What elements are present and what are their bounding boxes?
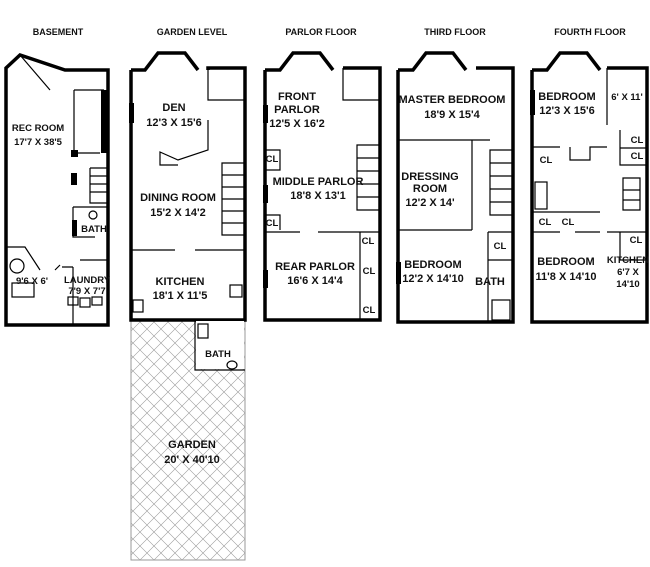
master-bedroom-size: 18'9 X 15'4 <box>424 109 480 121</box>
basement-lower-walls <box>6 246 108 325</box>
garden-level-plan: GARDEN LEVEL DEN 12'3 X 15'6 DINING ROOM… <box>129 27 247 561</box>
parlor-floor-title: PARLOR FLOOR <box>285 27 357 37</box>
kitchen-size-2: 14'10 <box>616 279 639 290</box>
basement-stairs <box>89 167 108 204</box>
bath-room-fill <box>196 321 244 369</box>
third-outer-wall <box>396 51 515 324</box>
third-interior-wall <box>398 139 513 322</box>
tank-icon <box>11 282 35 298</box>
rec-room-size: 17'7 X 38'5 <box>14 137 63 148</box>
small-room-size: 6' X 11' <box>611 92 642 103</box>
front-parlor-label-2: PARLOR <box>274 104 320 116</box>
front-bedroom-label: BEDROOM <box>538 91 595 103</box>
fourth-floor-plan: FOURTH FLOOR BEDROOM 12'3 X 15'6 6' X 11… <box>530 27 649 324</box>
garden-level-title: GARDEN LEVEL <box>157 27 228 37</box>
basement-bath-label: BATH <box>81 224 107 235</box>
middle-parlor-label: MIDDLE PARLOR <box>273 176 364 188</box>
garden-label: GARDEN <box>168 439 216 451</box>
rear-bedroom-label: BEDROOM <box>537 256 594 268</box>
utility-room-size: 9'6 X 6' <box>16 276 48 287</box>
front-parlor-label-1: FRONT <box>278 91 316 103</box>
sink-icon <box>197 323 209 339</box>
closet-label: CL <box>562 217 575 228</box>
front-bedroom-size: 12'3 X 15'6 <box>539 105 594 117</box>
sink-icon <box>229 284 243 298</box>
rear-bedroom-size: 11'8 X 14'10 <box>536 271 597 283</box>
kitchen-size: 18'1 X 11'5 <box>153 290 208 302</box>
fireplace <box>129 103 134 123</box>
parlor-stairs <box>356 144 381 211</box>
fireplace <box>530 90 535 115</box>
closet-label: CL <box>363 305 376 316</box>
third-stairs <box>489 149 514 216</box>
washer-icon <box>67 296 79 306</box>
dressing-room-label-1: DRESSING <box>401 171 458 183</box>
dressing-room-label-2: ROOM <box>413 183 447 195</box>
third-bath-label: BATH <box>475 276 505 288</box>
closet-label: CL <box>540 155 553 166</box>
closet-label: CL <box>362 236 375 247</box>
closet-label: CL <box>539 217 552 228</box>
fireplace <box>263 185 268 203</box>
rear-parlor-size: 16'6 X 14'4 <box>287 275 343 287</box>
den-size: 12'3 X 15'6 <box>146 117 201 129</box>
toilet-icon <box>226 360 238 370</box>
parlor-floor-plan: PARLOR FLOOR FRONT PARLOR 12'5 X 16'2 MI… <box>263 27 382 322</box>
middle-parlor-size: 18'8 X 13'1 <box>290 190 345 202</box>
kitchen-label: KITCHEN <box>156 276 205 288</box>
closet-label: CL <box>266 154 279 165</box>
column <box>71 150 78 157</box>
garden-size: 20' X 40'10 <box>164 454 219 466</box>
bedroom-label: BEDROOM <box>404 259 461 271</box>
rec-room-label: REC ROOM <box>12 123 64 134</box>
stove-icon <box>132 299 144 313</box>
basement-bath-wall <box>72 206 108 238</box>
fireplace <box>396 262 401 284</box>
garden-bath-label: BATH <box>205 349 231 360</box>
laundry-label: LAUNDRY <box>64 275 111 286</box>
bedroom-size: 12'2 X 14'10 <box>402 273 464 285</box>
basement-plan: BASEMENT REC ROOM 17'7 X 38'5 BATH 9'6 X… <box>4 27 111 327</box>
kitchen-size-1: 6'7 X <box>617 267 639 278</box>
bathtub-icon <box>491 299 511 321</box>
third-floor-plan: THIRD FLOOR MASTER BEDROOM 18'9 X 15'4 D… <box>396 27 515 324</box>
column <box>71 173 77 185</box>
laundry-size: 7'9 X 7'7 <box>68 286 105 297</box>
basement-title: BASEMENT <box>33 27 84 37</box>
rear-parlor-label: REAR PARLOR <box>275 261 355 273</box>
garden-level-stairs <box>221 162 246 236</box>
bathtub-icon <box>534 181 548 210</box>
fourth-interior-wall <box>532 68 647 261</box>
master-bedroom-label: MASTER BEDROOM <box>399 94 506 106</box>
dining-room-size: 15'2 X 14'2 <box>150 207 205 219</box>
closet-label: CL <box>266 218 279 229</box>
fireplace <box>263 270 268 288</box>
bath-wall-block <box>72 220 77 236</box>
basement-wall-block <box>101 90 108 153</box>
parlor-interior-wall <box>265 68 380 320</box>
fireplace <box>263 105 268 123</box>
dryer-icon <box>91 296 103 306</box>
dressing-room-size: 12'2 X 14' <box>405 197 455 209</box>
closet-label: CL <box>494 241 507 252</box>
third-floor-title: THIRD FLOOR <box>424 27 486 37</box>
dining-room-label: DINING ROOM <box>140 192 216 204</box>
closet-label: CL <box>631 135 644 146</box>
fourth-stairs <box>622 177 641 211</box>
parlor-outer-wall <box>263 51 382 322</box>
closet-label: CL <box>630 235 643 246</box>
garden-level-interior-wall <box>131 68 245 251</box>
fourth-outer-wall <box>530 51 649 324</box>
sink-icon <box>88 210 98 220</box>
sink-icon <box>79 297 91 308</box>
closet-label: CL <box>631 151 644 162</box>
water-heater-icon <box>9 258 25 274</box>
front-parlor-size: 12'5 X 16'2 <box>269 118 324 130</box>
closet-label: CL <box>363 266 376 277</box>
den-label: DEN <box>162 102 185 114</box>
fourth-floor-title: FOURTH FLOOR <box>554 27 626 37</box>
kitchen-label: KITCHEN <box>607 255 649 266</box>
